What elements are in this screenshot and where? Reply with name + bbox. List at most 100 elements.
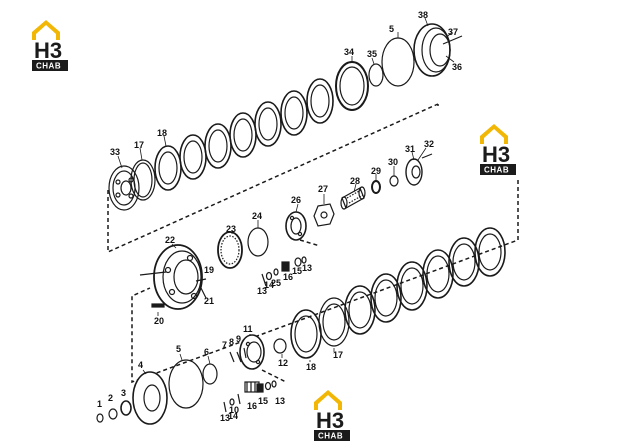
part-22-carrier — [153, 244, 203, 310]
callout-18-upper: 18 — [157, 128, 167, 138]
callout-5-lower: 5 — [176, 344, 181, 354]
callout-3: 3 — [121, 388, 126, 398]
part-29-bearing — [371, 180, 381, 194]
callout-13-a: 13 — [257, 286, 267, 296]
callout-1: 1 — [97, 399, 102, 409]
part-30-washer — [389, 175, 399, 187]
part-6-seal — [202, 363, 218, 385]
part-17-ring-upper — [130, 159, 156, 201]
part-19-pin — [195, 278, 207, 282]
part-21-bolt — [199, 285, 207, 299]
part-32-screw — [421, 153, 433, 159]
callout-19: 19 — [204, 265, 214, 275]
part-11-carrier — [239, 334, 265, 370]
callout-4: 4 — [138, 360, 143, 370]
upper-disc-stack — [108, 23, 463, 211]
callout-34: 34 — [344, 47, 354, 57]
callout-35: 35 — [367, 49, 377, 59]
brand-logo-middle-right: H3 CHAB — [480, 124, 516, 175]
callout-26: 26 — [291, 195, 301, 205]
callout-27: 27 — [318, 184, 328, 194]
logo-band — [314, 430, 350, 441]
callout-20: 20 — [154, 316, 164, 326]
assembly-guide-lines — [107, 103, 519, 384]
callout-25: 25 — [271, 278, 281, 288]
part-5-seal-ring-upper — [381, 37, 415, 87]
planetary-assembly — [139, 153, 433, 310]
logo-mark: H3 — [34, 38, 62, 63]
guide-line-lower — [131, 180, 519, 384]
callout-14-a: 14 — [264, 280, 274, 290]
callout-labels: 1 2 3 4 5 5 6 7 8 9 10 10 11 12 13 13 13… — [97, 10, 462, 423]
callout-7: 7 — [222, 340, 227, 350]
callout-30: 30 — [388, 157, 398, 167]
callout-13-b: 13 — [220, 413, 230, 423]
callout-17-upper: 17 — [134, 140, 144, 150]
part-27-plate — [313, 203, 335, 227]
brand-logo-bottom: H3 CHAB — [314, 390, 350, 441]
upper-friction-plates — [154, 78, 334, 191]
logo-mark: H3 — [316, 408, 344, 433]
part-37-pin — [442, 35, 463, 45]
part-7-pin — [229, 351, 235, 363]
callout-22: 22 — [165, 235, 175, 245]
callout-16-b: 16 — [247, 401, 257, 411]
callout-37: 37 — [448, 27, 458, 37]
lower-friction-plates — [290, 227, 506, 359]
callout-15-b: 15 — [258, 396, 268, 406]
callout-13-c: 13 — [302, 263, 312, 273]
guide-link-26 — [299, 239, 321, 247]
leader-lines — [117, 17, 455, 375]
part-1-nut — [96, 413, 104, 423]
guide-line-upper — [107, 103, 439, 254]
part-34-piston — [335, 61, 369, 111]
logo-text: CHAB — [36, 62, 61, 71]
part-9-pin — [243, 347, 247, 359]
lower-disc-stack — [96, 227, 506, 425]
callout-6: 6 — [204, 347, 209, 357]
callout-5-upper: 5 — [389, 24, 394, 34]
logo-band — [32, 60, 68, 71]
part-4-cover — [132, 371, 168, 425]
callout-9: 9 — [236, 334, 241, 344]
house-roof-icon — [480, 124, 508, 144]
part-5-seal-ring-lower — [168, 359, 204, 409]
callout-13-d: 13 — [275, 396, 285, 406]
logo-mark: H3 — [482, 142, 510, 167]
guide-link-11 — [261, 369, 287, 383]
callout-18-lower: 18 — [306, 362, 316, 372]
callout-31: 31 — [405, 144, 415, 154]
part-24-snap-ring — [247, 227, 269, 257]
part-23-ring-gear — [217, 231, 243, 269]
callout-33: 33 — [110, 147, 120, 157]
callout-24: 24 — [252, 211, 262, 221]
part-16-gear — [281, 261, 290, 272]
part-35-seal — [368, 63, 384, 87]
callout-28: 28 — [350, 176, 360, 186]
callout-29: 29 — [371, 166, 381, 176]
callout-32: 32 — [424, 139, 434, 149]
callout-21: 21 — [204, 296, 214, 306]
callout-10-lower: 10 — [229, 405, 239, 415]
logo-text: CHAB — [484, 166, 509, 175]
callout-16-a: 16 — [283, 272, 293, 282]
logo-band — [480, 164, 516, 175]
part-28-sun-gear — [340, 186, 366, 210]
part-16-gear-lower — [256, 383, 264, 393]
callout-8: 8 — [229, 337, 234, 347]
part-3-bearing — [120, 400, 132, 416]
brand-logo-top-left: H3 CHAB — [32, 20, 68, 71]
part-38-housing — [413, 23, 451, 77]
callout-11: 11 — [243, 324, 253, 334]
part-26-planet-carrier — [285, 211, 307, 241]
part-12-seal — [273, 338, 287, 354]
part-31-flange — [405, 158, 423, 186]
part-17-ring-inner — [133, 162, 153, 198]
part-2-washer — [108, 408, 118, 420]
callout-15-a: 15 — [292, 266, 302, 276]
logo-text: CHAB — [318, 432, 343, 441]
callout-12: 12 — [278, 358, 288, 368]
part-20-key — [151, 303, 165, 308]
